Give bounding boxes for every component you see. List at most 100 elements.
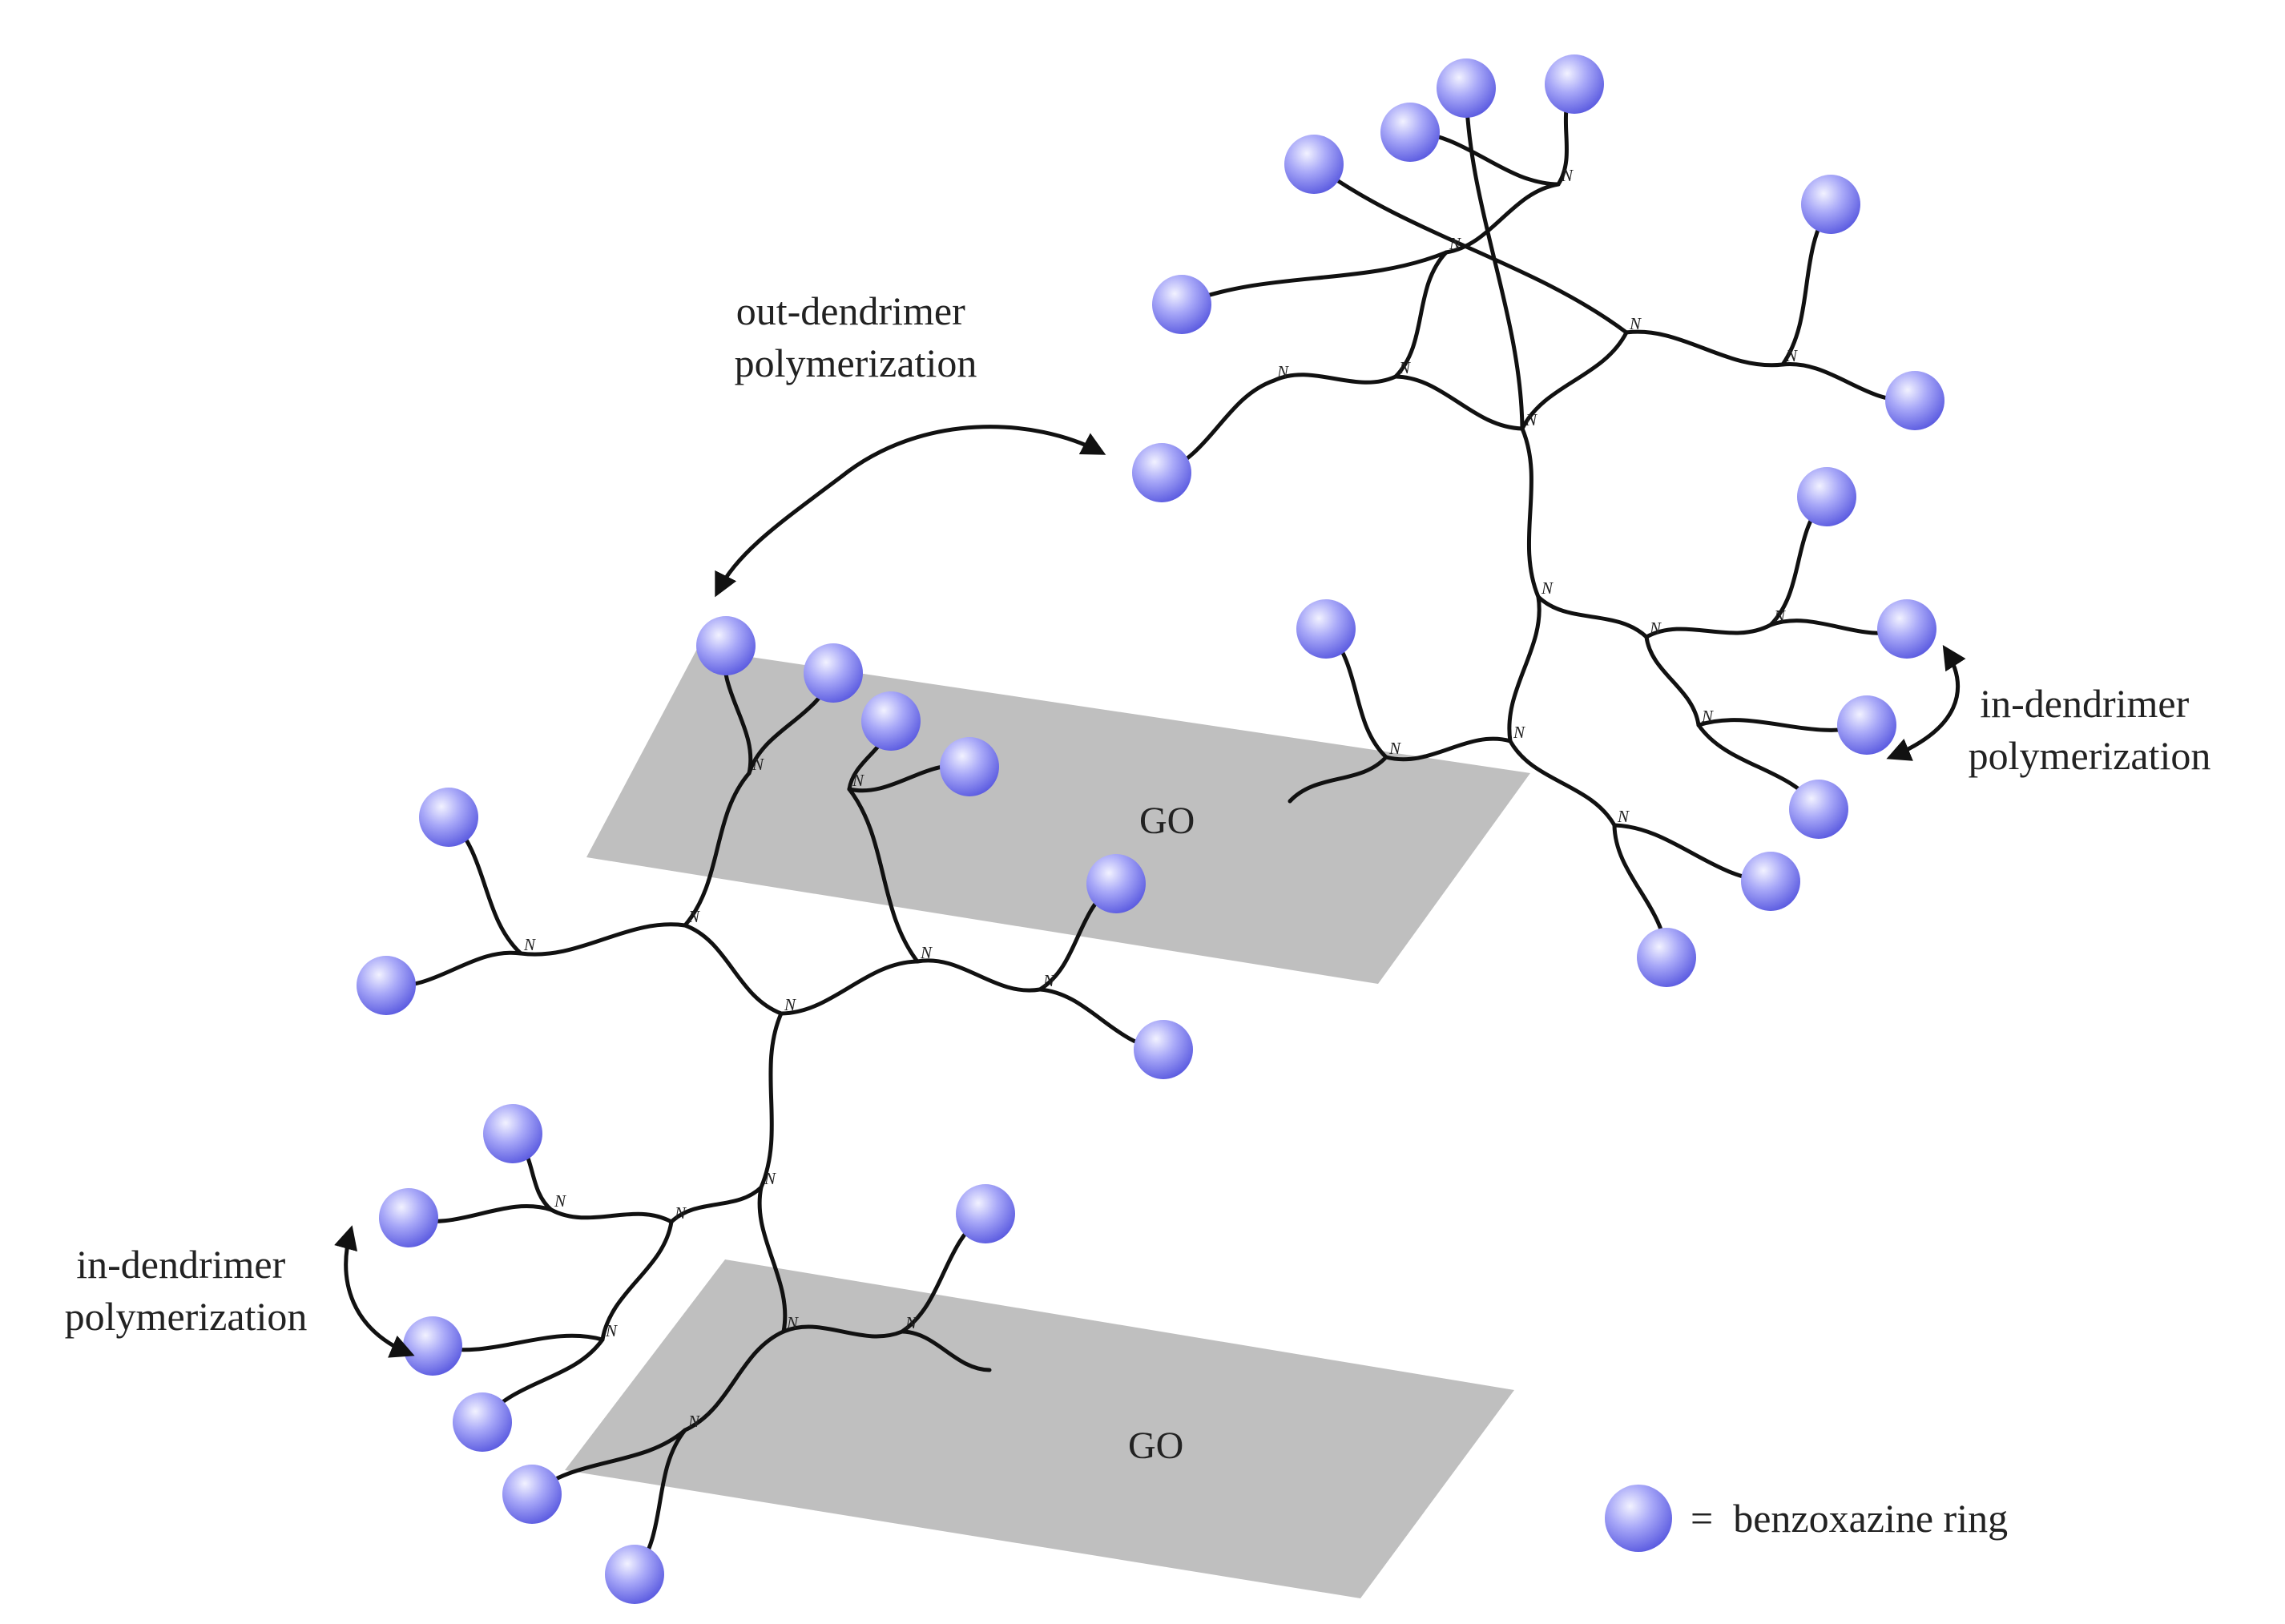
nitrogen-label: N bbox=[1398, 358, 1411, 377]
nitrogen-label: N bbox=[1541, 578, 1554, 598]
chain-segment bbox=[1444, 182, 1561, 255]
chain-segment bbox=[1179, 250, 1449, 307]
benzoxazine-sphere-icon bbox=[804, 643, 863, 703]
benzoxazine-sphere-icon bbox=[1877, 599, 1936, 659]
chain-segment bbox=[759, 1011, 784, 1190]
chain-segment bbox=[1644, 635, 1701, 727]
chain-segment bbox=[1520, 330, 1629, 431]
nitrogen-label: N bbox=[523, 935, 536, 954]
chain-segment bbox=[1644, 623, 1773, 639]
in-dendrimer-label-left: in-dendrimer polymerization bbox=[65, 1242, 308, 1339]
benzoxazine-sphere-icon bbox=[1284, 135, 1344, 194]
benzoxazine-sphere-icon bbox=[419, 788, 478, 847]
benzoxazine-sphere-icon bbox=[1134, 1020, 1193, 1079]
legend-sphere-icon bbox=[1605, 1485, 1672, 1552]
chain-segment bbox=[1508, 739, 1617, 828]
nitrogen-label: N bbox=[1649, 619, 1662, 638]
nitrogen-label: N bbox=[1785, 346, 1798, 365]
chain-segment bbox=[781, 1324, 905, 1339]
nitrogen-label: N bbox=[1388, 739, 1401, 758]
benzoxazine-sphere-icon bbox=[379, 1188, 438, 1247]
benzoxazine-sphere-icon bbox=[357, 956, 416, 1015]
nitrogen-label: N bbox=[1629, 314, 1642, 333]
nitrogen-label: N bbox=[1449, 234, 1461, 253]
nitrogen-label: N bbox=[764, 1169, 776, 1188]
in-dendrimer-arrow-left bbox=[334, 1225, 415, 1358]
nitrogen-label: N bbox=[1513, 723, 1525, 742]
nitrogen-label: N bbox=[1525, 410, 1537, 429]
benzoxazine-sphere-icon bbox=[605, 1545, 664, 1604]
nitrogen-label: N bbox=[786, 1313, 799, 1332]
nitrogen-label: N bbox=[674, 1203, 687, 1223]
out-dendrimer-label: out-dendrimer polymerization bbox=[735, 288, 977, 385]
chain-segment bbox=[1520, 426, 1541, 599]
benzoxazine-sphere-icon bbox=[1152, 275, 1211, 334]
benzoxazine-sphere-icon bbox=[861, 691, 921, 751]
nitrogen-label: N bbox=[687, 1412, 700, 1431]
nitrogen-label: N bbox=[784, 995, 796, 1014]
benzoxazine-sphere-icon bbox=[1741, 852, 1800, 911]
nitrogen-label: N bbox=[554, 1191, 566, 1211]
nitrogen-label: N bbox=[1617, 807, 1630, 826]
in-dendrimer-label-right: in-dendrimer polymerization bbox=[1969, 681, 2211, 778]
chain-segment bbox=[549, 1207, 674, 1224]
benzoxazine-sphere-icon bbox=[940, 737, 999, 796]
benzoxazine-sphere-icon bbox=[502, 1465, 562, 1524]
nitrogen-label: N bbox=[605, 1321, 618, 1340]
chain-segment bbox=[600, 1219, 674, 1342]
chain-segment bbox=[683, 923, 784, 1016]
go-sheet-bottom bbox=[565, 1259, 1514, 1598]
legend-text: = benzoxazine ring bbox=[1691, 1496, 2008, 1541]
benzoxazine-sphere-icon bbox=[1086, 854, 1146, 913]
chain-segment bbox=[847, 787, 920, 964]
benzoxazine-spheres bbox=[357, 54, 1944, 1604]
nitrogen-label: N bbox=[752, 755, 764, 774]
chain-segment bbox=[779, 959, 920, 1016]
go-sheet-top bbox=[586, 649, 1530, 984]
benzoxazine-sphere-icon bbox=[1437, 58, 1496, 118]
benzoxazine-sphere-icon bbox=[956, 1184, 1015, 1243]
nitrogen-label: N bbox=[1701, 707, 1714, 726]
benzoxazine-sphere-icon bbox=[1296, 599, 1356, 659]
chain-segment bbox=[1393, 250, 1449, 379]
benzoxazine-sphere-icon bbox=[1885, 371, 1944, 430]
nitrogen-label: N bbox=[1042, 971, 1055, 990]
chain-segment bbox=[518, 922, 687, 957]
benzoxazine-sphere-icon bbox=[696, 616, 756, 675]
benzoxazine-sphere-icon bbox=[1801, 175, 1860, 234]
chain-segment bbox=[1393, 374, 1525, 431]
nitrogen-label: N bbox=[905, 1313, 917, 1332]
chain-segment bbox=[669, 1185, 764, 1224]
benzoxazine-sphere-icon bbox=[1637, 928, 1696, 987]
in-dendrimer-arrow-right bbox=[1886, 644, 1966, 761]
nitrogen-label: N bbox=[852, 771, 864, 790]
chain-segment bbox=[1507, 594, 1541, 743]
benzoxazine-sphere-icon bbox=[1837, 695, 1896, 755]
benzoxazine-sphere-icon bbox=[403, 1316, 462, 1376]
chain-segment bbox=[900, 1329, 992, 1372]
nitrogen-label: N bbox=[687, 907, 700, 926]
benzoxazine-sphere-icon bbox=[1380, 103, 1440, 162]
nitrogen-label: N bbox=[1561, 166, 1574, 185]
out-dendrimer-arrow bbox=[715, 425, 1106, 598]
nitrogen-label: N bbox=[1773, 606, 1786, 626]
chain-segment bbox=[683, 771, 752, 928]
chain-segment bbox=[1271, 373, 1398, 385]
chain-segment bbox=[1384, 736, 1513, 762]
chain-segment bbox=[683, 1329, 786, 1433]
benzoxazine-sphere-icon bbox=[453, 1392, 512, 1452]
chain-segment bbox=[1312, 162, 1629, 335]
chain-segment bbox=[1288, 755, 1388, 804]
go-label-bottom: GO bbox=[1128, 1425, 1183, 1467]
nitrogen-label: N bbox=[920, 943, 933, 962]
go-label-top: GO bbox=[1139, 800, 1195, 842]
benzoxazine-sphere-icon bbox=[1132, 443, 1191, 502]
legend: = benzoxazine ring bbox=[1605, 1485, 2008, 1552]
chain-segment bbox=[1624, 329, 1785, 368]
benzoxazine-sphere-icon bbox=[1797, 467, 1856, 526]
chain-segment bbox=[1536, 594, 1649, 639]
chain-segment bbox=[757, 1185, 788, 1334]
